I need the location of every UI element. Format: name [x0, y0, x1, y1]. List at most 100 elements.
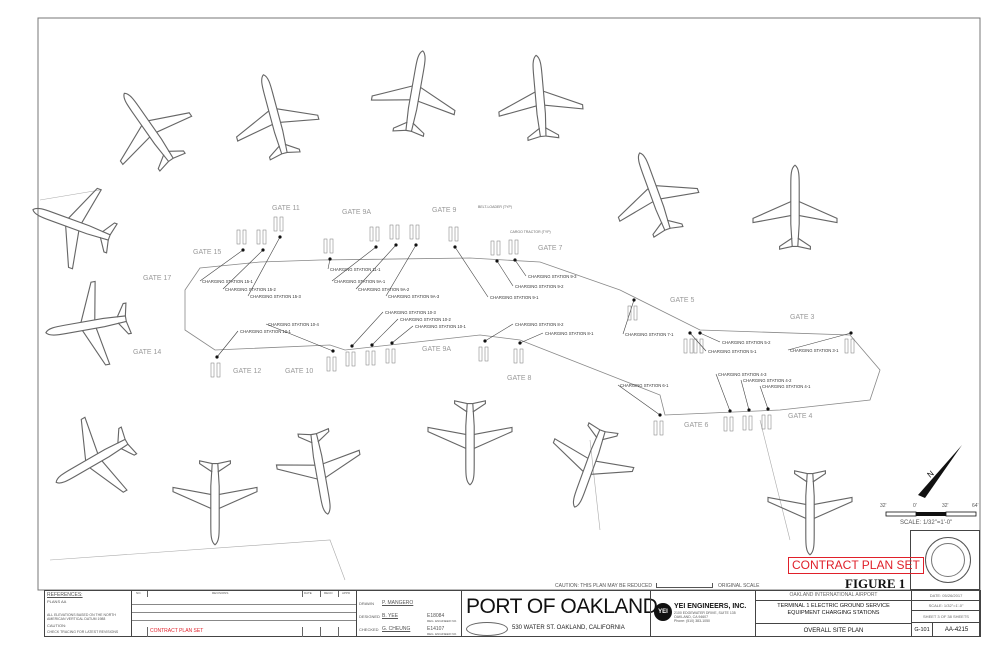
gse-vehicle-icon [409, 224, 414, 240]
leader-line [222, 249, 264, 290]
cargo-tractor-note: CARGO TRACTOR (TYP) [510, 230, 551, 234]
caution-reduced: CAUTION: THIS PLAN MAY BE REDUCED [555, 583, 652, 589]
leader-line [519, 332, 544, 344]
charging-station-label: CHARGING STATION 8-2 [515, 322, 564, 327]
scale-tick: 32' [880, 503, 887, 509]
gate-label: GATE 9A [422, 346, 451, 353]
port-logo-icon [466, 622, 508, 636]
leader-line [514, 259, 527, 277]
charging-station-marker [350, 344, 354, 348]
gse-vehicle-icon [748, 415, 753, 431]
gate-label: GATE 14 [133, 349, 161, 356]
sheet-info-block: DATE: 05/26/2017 SCALE: 1/32"=1'-0" SHEE… [911, 590, 981, 637]
charging-station-label: CHARGING STATION 5-2 [722, 340, 771, 345]
gse-vehicle-icon [519, 348, 524, 364]
yei-logo-icon: YEI [654, 603, 672, 621]
gse-vehicle-icon [262, 229, 267, 245]
gse-vehicle-icon [723, 416, 728, 432]
title-block: REFERENCES: PLANS AA ALL ELEVATIONS BASE… [44, 590, 981, 638]
gse-vehicle-icon [375, 226, 380, 242]
gse-vehicle-icon [844, 338, 849, 354]
sheet-title: OVERALL SITE PLAN [756, 623, 911, 638]
leader-line [689, 332, 707, 352]
gse-vehicle-icon [627, 305, 632, 321]
terminal-outline [184, 257, 881, 416]
charging-station-marker [632, 298, 636, 302]
gse-vehicle-icon [345, 351, 350, 367]
charging-station-label: CHARGING STATION 9A-3 [388, 294, 440, 299]
drawing-number: AA-4215 [944, 627, 969, 633]
gate-label: GATE 9 [432, 207, 456, 214]
aircraft-icon [767, 470, 853, 556]
charging-station-marker [241, 248, 245, 252]
gse-vehicle-icon [478, 346, 483, 362]
charging-station-label: CHARGING STATION 12-1 [240, 329, 291, 334]
leader-line [617, 384, 661, 416]
gse-vehicle-icon [395, 224, 400, 240]
gate-label: GATE 6 [684, 422, 708, 429]
gse-vehicle-icon [699, 338, 704, 354]
gse-vehicle-icon [693, 338, 698, 354]
aircraft-icon [427, 400, 513, 486]
signoff-block: DRAWN P. MANGERO DESIGNED B. YEE E18084 … [356, 590, 462, 637]
aircraft-icon [89, 68, 208, 187]
engineer-seal [910, 530, 980, 590]
charging-station-label: CHARGING STATION 7-1 [625, 332, 674, 337]
charging-station-label: CHARGING STATION 10-2 [400, 317, 451, 322]
charging-station-marker [658, 413, 662, 417]
gse-vehicle-icon [385, 348, 390, 364]
leader-line [351, 311, 384, 347]
leader-line [391, 325, 414, 344]
charging-station-label: CHARGING STATION 9A-1 [334, 279, 386, 284]
charging-station-marker [453, 245, 457, 249]
gse-vehicle-icon [216, 362, 221, 378]
charging-station-label: CHARGING STATION 4-1 [762, 384, 811, 389]
svg-text:N: N [926, 469, 936, 480]
charging-station-label: CHARGING STATION 9-3 [528, 274, 577, 279]
charging-station-marker [278, 235, 282, 239]
gse-vehicle-icon [256, 229, 261, 245]
leader-line [484, 323, 514, 342]
gse-vehicle-icon [365, 350, 370, 366]
belt-loader-note: BELT-LOADER (TYP) [478, 205, 512, 209]
gate-label: GATE 3 [790, 314, 814, 321]
charging-station-label: CHARGING STATION 4-2 [743, 378, 792, 383]
gse-vehicle-icon [369, 226, 374, 242]
charging-station-marker [261, 248, 265, 252]
charging-station-marker [518, 341, 522, 345]
charging-station-label: CHARGING STATION 9-2 [515, 284, 564, 289]
charging-station-label: CHARGING STATION 15-3 [250, 294, 301, 299]
gse-vehicle-icon [448, 226, 453, 242]
leader-line [787, 332, 852, 351]
aircraft-icon [493, 51, 586, 144]
aircraft-icon [172, 460, 258, 546]
charging-station-label: CHARGING STATION 5-1 [708, 349, 757, 354]
gate-label: GATE 17 [143, 275, 171, 282]
figure-label: FIGURE 1 [845, 576, 906, 591]
gse-vehicle-icon [279, 216, 284, 232]
gse-vehicle-icon [653, 420, 658, 436]
gse-vehicle-icon [850, 338, 855, 354]
gse-vehicle-icon [242, 229, 247, 245]
scale-bar [885, 511, 977, 517]
north-arrow-icon: N [918, 445, 962, 498]
charging-station-marker [331, 349, 335, 353]
gse-vehicle-icon [683, 338, 688, 354]
gse-vehicle-icon [236, 229, 241, 245]
charging-station-label: CHARGING STATION 15-1 [202, 279, 253, 284]
gse-vehicle-icon [273, 216, 278, 232]
aircraft-icon [599, 137, 709, 247]
gse-vehicle-icon [329, 238, 334, 254]
port-block: PORT OF OAKLAND 530 WATER ST. OAKLAND, C… [461, 590, 658, 637]
aircraft-icon [222, 63, 327, 168]
scale-label: SCALE: 1/32"=1'-0" [900, 520, 953, 526]
leader-line [622, 299, 635, 335]
gse-vehicle-icon [514, 239, 519, 255]
gse-vehicle-icon [513, 348, 518, 364]
gse-vehicle-icon [484, 346, 489, 362]
original-scale-bar [656, 583, 713, 588]
gse-vehicle-icon [351, 351, 356, 367]
leader-line [759, 385, 769, 410]
revisions-table: NO. REVISIONS DATE RECD APPD CONTRACT PL… [131, 590, 357, 637]
gate-label: GATE 12 [233, 368, 261, 375]
